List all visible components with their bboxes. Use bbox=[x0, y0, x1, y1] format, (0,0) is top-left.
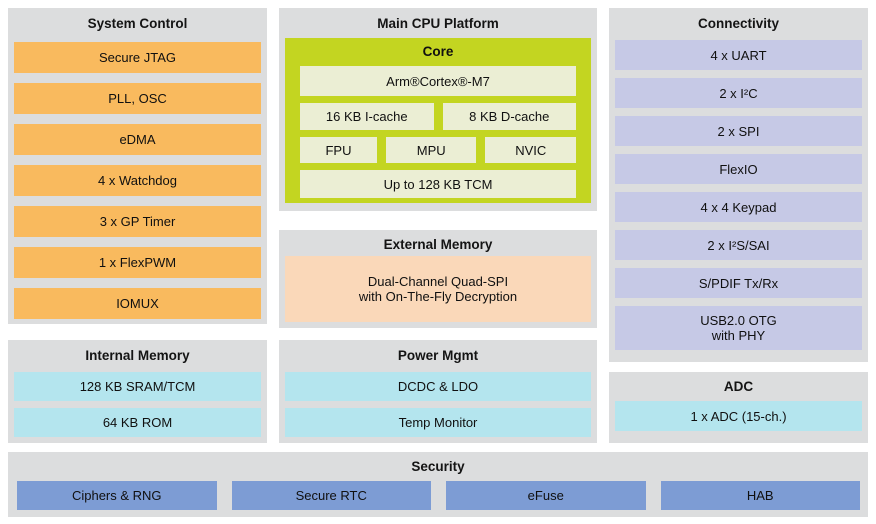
block-sram-tcm: 128 KB SRAM/TCM bbox=[14, 372, 261, 401]
adc-title: ADC bbox=[723, 379, 754, 394]
block-edma: eDMA bbox=[14, 124, 261, 155]
connectivity-panel: Connectivity 4 x UART 2 x I²C 2 x SPI Fl… bbox=[609, 8, 868, 362]
block-rom: 64 KB ROM bbox=[14, 408, 261, 437]
system-control-title: System Control bbox=[87, 16, 188, 31]
security-blocks: Ciphers & RNG Secure RTC eFuse HAB bbox=[8, 475, 868, 510]
block-fpu: FPU bbox=[300, 137, 377, 163]
internal-memory-blocks: 128 KB SRAM/TCM 64 KB ROM bbox=[8, 364, 267, 437]
system-control-blocks: Secure JTAG PLL, OSC eDMA 4 x Watchdog 3… bbox=[8, 32, 267, 327]
quad-spi-line2: with On-The-Fly Decryption bbox=[358, 289, 518, 304]
block-dcdc-ldo: DCDC & LDO bbox=[285, 372, 591, 401]
block-iomux: IOMUX bbox=[14, 288, 261, 319]
external-memory-title: External Memory bbox=[383, 237, 493, 252]
adc-panel: ADC 1 x ADC (15-ch.) bbox=[609, 372, 868, 443]
block-tcm: Up to 128 KB TCM bbox=[300, 170, 576, 198]
block-secure-rtc: Secure RTC bbox=[231, 481, 431, 510]
block-adc: 1 x ADC (15-ch.) bbox=[615, 401, 862, 431]
main-cpu-platform-title: Main CPU Platform bbox=[377, 16, 499, 31]
power-mgmt-blocks: DCDC & LDO Temp Monitor bbox=[279, 364, 597, 437]
internal-memory-title: Internal Memory bbox=[85, 348, 190, 363]
connectivity-blocks: 4 x UART 2 x I²C 2 x SPI FlexIO 4 x 4 Ke… bbox=[609, 32, 868, 358]
core-container: Core Arm®Cortex®-M7 16 KB I-cache 8 KB D… bbox=[285, 38, 591, 203]
block-keypad: 4 x 4 Keypad bbox=[615, 192, 862, 222]
external-memory-panel: External Memory Dual-Channel Quad-SPI wi… bbox=[279, 230, 597, 328]
block-icache: 16 KB I-cache bbox=[300, 103, 434, 130]
block-mpu: MPU bbox=[385, 137, 477, 163]
security-panel: Security Ciphers & RNG Secure RTC eFuse … bbox=[8, 452, 868, 517]
block-spdif: S/PDIF Tx/Rx bbox=[615, 268, 862, 298]
core-cache-row: 16 KB I-cache 8 KB D-cache bbox=[300, 103, 576, 130]
quad-spi-line1: Dual-Channel Quad-SPI bbox=[367, 274, 509, 289]
system-control-panel: System Control Secure JTAG PLL, OSC eDMA… bbox=[8, 8, 267, 324]
block-uart: 4 x UART bbox=[615, 40, 862, 70]
block-ciphers-rng: Ciphers & RNG bbox=[17, 481, 217, 510]
block-efuse: eFuse bbox=[446, 481, 646, 510]
usb-otg-line2: with PHY bbox=[711, 328, 766, 343]
block-nvic: NVIC bbox=[485, 137, 577, 163]
core-title: Core bbox=[422, 44, 454, 59]
block-gp-timer: 3 x GP Timer bbox=[14, 206, 261, 237]
block-flexio: FlexIO bbox=[615, 154, 862, 184]
block-spi: 2 x SPI bbox=[615, 116, 862, 146]
block-usb-otg: USB2.0 OTG with PHY bbox=[615, 306, 862, 350]
connectivity-title: Connectivity bbox=[697, 16, 779, 31]
block-temp-monitor: Temp Monitor bbox=[285, 408, 591, 437]
power-mgmt-panel: Power Mgmt DCDC & LDO Temp Monitor bbox=[279, 340, 597, 443]
block-hab: HAB bbox=[660, 481, 860, 510]
block-secure-jtag: Secure JTAG bbox=[14, 42, 261, 73]
block-dcache: 8 KB D-cache bbox=[442, 103, 576, 130]
block-flexpwm: 1 x FlexPWM bbox=[14, 247, 261, 278]
usb-otg-line1: USB2.0 OTG bbox=[700, 313, 777, 328]
block-quad-spi: Dual-Channel Quad-SPI with On-The-Fly De… bbox=[285, 256, 591, 322]
block-pll-osc: PLL, OSC bbox=[14, 83, 261, 114]
security-title: Security bbox=[411, 459, 465, 474]
internal-memory-panel: Internal Memory 128 KB SRAM/TCM 64 KB RO… bbox=[8, 340, 267, 443]
core-units-row: FPU MPU NVIC bbox=[300, 137, 577, 163]
main-cpu-platform-panel: Main CPU Platform Core Arm®Cortex®-M7 16… bbox=[279, 8, 597, 211]
block-i2s-sai: 2 x I²S/SAI bbox=[615, 230, 862, 260]
block-cortex-m7: Arm®Cortex®-M7 bbox=[300, 66, 576, 96]
power-mgmt-title: Power Mgmt bbox=[397, 348, 479, 363]
block-i2c: 2 x I²C bbox=[615, 78, 862, 108]
core-grid: Arm®Cortex®-M7 16 KB I-cache 8 KB D-cach… bbox=[285, 60, 591, 198]
block-watchdog: 4 x Watchdog bbox=[14, 165, 261, 196]
